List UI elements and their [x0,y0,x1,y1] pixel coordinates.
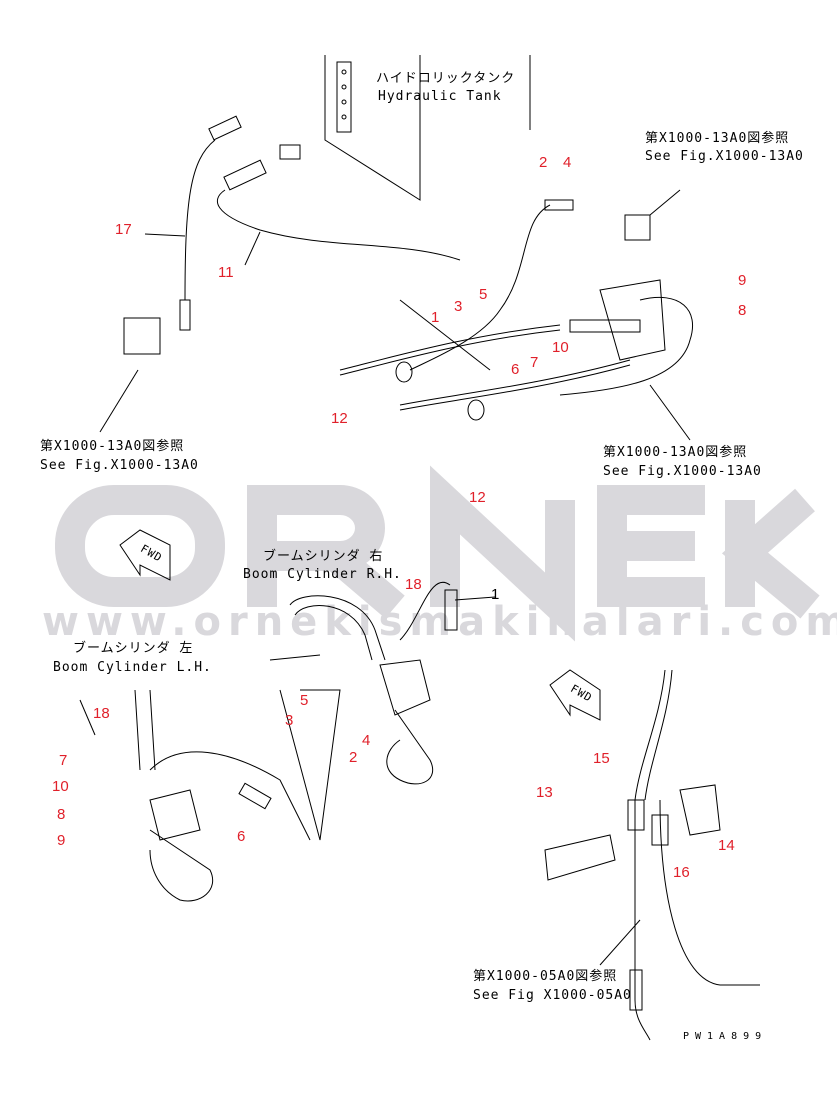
callout-7: 7 [530,354,539,371]
watermark-letter-n [430,465,575,642]
callout-11: 11 [218,264,234,281]
callout-9-lower: 9 [57,832,66,849]
callout-10: 10 [552,339,569,356]
ref-note-2-jp: 第X1000-13A0図参照 [40,439,185,454]
callout-14: 14 [718,837,735,854]
callout-9: 9 [738,272,747,289]
callout-18: 18 [405,576,422,593]
hose-clamp-assembly [544,669,760,1041]
ref-note-3-en: See Fig.X1000-13A0 [603,464,762,479]
fwd-arrow-lower [549,669,601,721]
callout-2-lower: 2 [349,749,358,766]
callout-5: 5 [479,286,488,303]
boom-rh-label-en: Boom Cylinder R.H. [243,567,402,582]
callout-6: 6 [511,361,520,378]
callout-16: 16 [673,864,690,881]
tank-label-en: Hydraulic Tank [378,89,502,104]
drawing-code: PW1A899 [683,1031,768,1042]
callout-3-lower: 3 [285,712,294,729]
watermark-letter-o [55,485,225,607]
boom-rh-label-jp: ブームシリンダ 右 [263,549,384,564]
boom-lh-label-jp: ブームシリンダ 左 [73,641,194,656]
callout-8-lower: 8 [57,806,66,823]
callout-18-lower: 18 [93,705,110,722]
callout-5-lower: 5 [300,692,309,709]
boom-cylinder-rh [269,581,458,841]
callout-10-lower: 10 [52,778,69,795]
hydraulic-tank [324,55,531,201]
boom-lh-label-en: Boom Cylinder L.H. [53,660,212,675]
ref-note-1-en: See Fig.X1000-13A0 [645,149,804,164]
ref-note-2-en: See Fig.X1000-13A0 [40,458,199,473]
pipes-upper [339,199,694,421]
callout-12: 12 [331,410,348,427]
callout-7-lower: 7 [59,752,68,769]
hose-11 [216,144,461,261]
boom-cylinder-lh [134,689,311,902]
callout-1: 1 [431,309,440,326]
watermark-letter-k [721,488,820,619]
callout-12b: 12 [469,489,486,506]
watermark-letter-e [597,485,705,607]
callout-13: 13 [536,784,553,801]
callout-4-lower: 4 [362,732,371,749]
callout-15: 15 [593,750,610,767]
tank-label-jp: ハイドロリックタンク [376,71,516,86]
ref-note-4-jp: 第X1000-05A0図参照 [473,969,618,984]
callout-17: 17 [115,221,132,238]
ref-note-4-en: See Fig X1000-05A0 [473,988,632,1003]
leader-lines [79,189,691,966]
callout-4: 4 [563,154,572,171]
ref-note-3-jp: 第X1000-13A0図参照 [603,445,748,460]
fwd-arrow-upper [119,529,171,581]
callout-3: 3 [454,298,463,315]
callout-8: 8 [738,302,747,319]
watermark-letter-r [247,485,405,619]
callout-6-lower: 6 [237,828,246,845]
hose-17 [123,115,242,355]
callout-1-lower: 1 [491,586,500,603]
ref-note-1-jp: 第X1000-13A0図参照 [645,131,790,146]
callout-2: 2 [539,154,548,171]
